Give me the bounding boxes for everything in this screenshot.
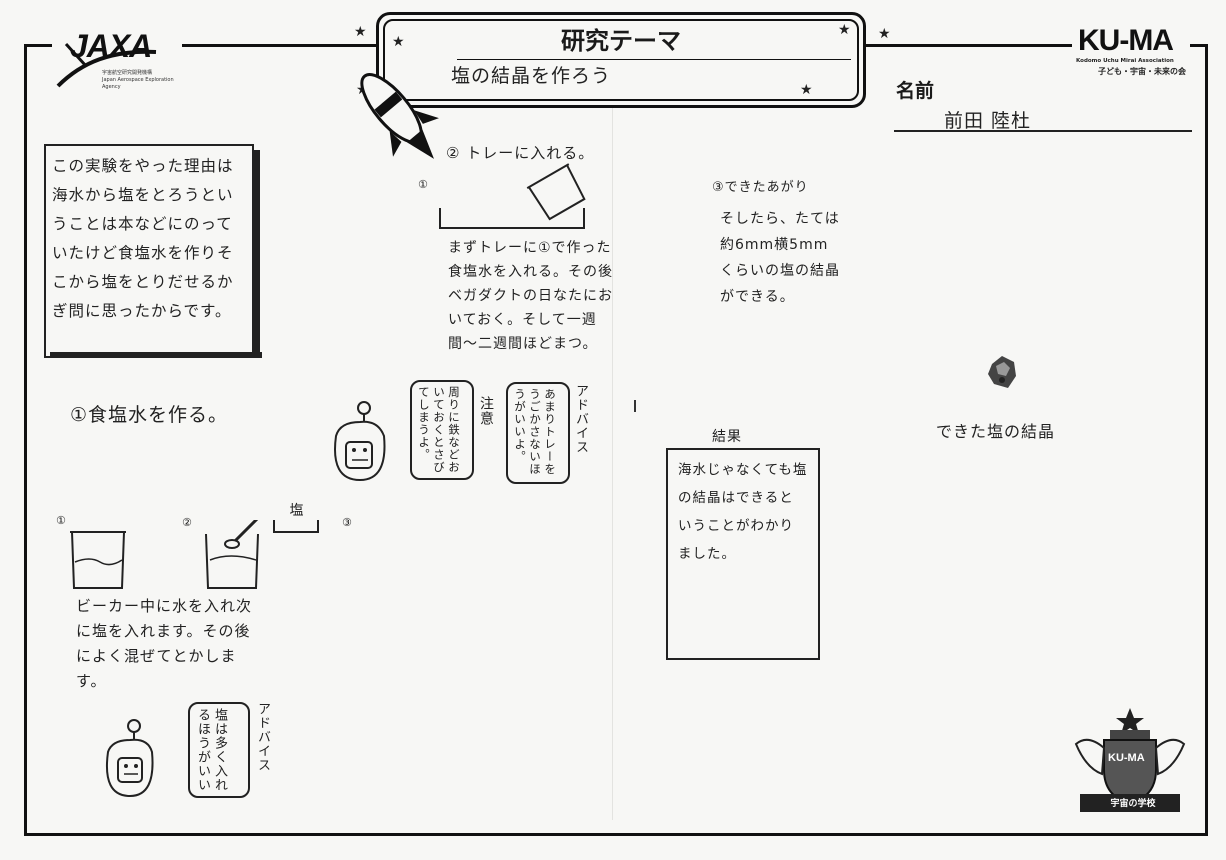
kuma-logo-text: KU-MA: [1078, 24, 1174, 57]
star-icon: ★: [878, 26, 891, 42]
jaxa-swoosh-icon: [56, 42, 157, 88]
crystal-label: できた塩の結晶: [936, 422, 1056, 441]
mascot-icon: [106, 719, 154, 798]
emblem-label: 宇宙の学校: [1110, 799, 1156, 809]
jaxa-logo-text: JAXA: [70, 28, 152, 64]
beaker-pouring-icon: [528, 164, 586, 221]
reason-text: この実験をやった理由は海水から塩をとろうということは本などにのっていたけど食塩水…: [52, 157, 234, 320]
jaxa-subtitle-en: Japan Aerospace Exploration Agency: [102, 77, 174, 90]
salt-box-label: 塩: [289, 503, 305, 519]
rocket-icon: [360, 73, 439, 159]
theme-value: 塩の結晶を作ろう: [451, 65, 612, 87]
step2-note-bubble: 周りに鉄などおいておくとさびてしまうよ。: [410, 380, 474, 480]
step1-advice-bubble: 塩は多く入れるほうがいい: [188, 702, 250, 798]
step1-advice-text: 塩は多く入れるほうがいい: [195, 708, 227, 792]
result-text: 海水じゃなくても塩の結晶はできるということがわかりました。: [678, 462, 808, 562]
emblem-badge-text: KU-MA: [1108, 752, 1145, 764]
name-underline: [894, 130, 1192, 132]
spoon-icon: [224, 539, 240, 549]
jaxa-subtitle-jp: 宇宙航空研究開発機構: [102, 70, 153, 76]
star-icon: ★: [838, 22, 851, 38]
name-value: 前田 陸杜: [944, 110, 1032, 132]
result-box: 海水じゃなくても塩の結晶はできるということがわかりました。: [666, 448, 820, 660]
step3-caption: そしたら、たては約6mm横5mmくらいの塩の結晶ができる。: [720, 211, 840, 305]
beaker-icon: [205, 533, 259, 589]
step1-beakers-illustration: [70, 520, 319, 589]
step1-title: ①食塩水を作る。: [70, 404, 229, 426]
kuma-subtitle-en: Kodomo Uchu Mirai Association: [1076, 58, 1174, 64]
school-emblem-icon: [1074, 708, 1186, 812]
salt-crystal-image: [988, 356, 1016, 388]
tray-icon: [439, 208, 585, 229]
step2-caption: まずトレーに①で作った食塩水を入れる。その後ベガダクトの日なたにおいておく。そし…: [448, 240, 613, 352]
star-icon: ★: [392, 34, 405, 50]
kuma-subtitle-jp: 子ども・宇宙・未来の会: [1098, 67, 1186, 76]
step1-label-2: ②: [182, 516, 192, 529]
theme-box: 研究テーマ 塩の結晶を作ろう: [376, 12, 866, 108]
star-icon: ★: [354, 24, 367, 40]
name-label: 名前: [896, 80, 935, 102]
step2-note-text: 周りに鉄などおいておくとさびてしまうよ。: [417, 386, 461, 474]
theme-label: 研究テーマ: [561, 27, 681, 55]
jaxa-logo: JAXA 宇宙航空研究開発機構 Japan Aerospace Explorat…: [52, 22, 182, 92]
step2-note-label: 注意: [478, 396, 494, 426]
step2-advice-bubble: あまりトレーをうごかさないほうがいいよ。: [506, 382, 570, 484]
beaker-icon: [71, 531, 125, 589]
fold-line: [612, 60, 613, 820]
result-label: 結果: [712, 429, 742, 445]
step1-label-3: ③: [342, 516, 352, 529]
mascot-icon: [334, 401, 386, 482]
step1-label-1: ①: [56, 514, 66, 527]
step1-advice-label: アドバイス: [255, 702, 270, 772]
step3-title: ③できたあがり: [712, 180, 809, 195]
kuma-logo: KU-MA Kodomo Uchu Mirai Association 子ども・…: [1072, 24, 1190, 82]
star-icon: ★: [800, 82, 813, 98]
salt-box-icon: [273, 520, 319, 533]
step2-tray-illustration: [439, 163, 586, 229]
step2-advice-label: アドバイス: [573, 384, 588, 454]
reason-box: この実験をやった理由は海水から塩をとろうということは本などにのっていたけど食塩水…: [44, 144, 254, 358]
step2-label-1: ①: [418, 178, 428, 191]
step1-caption: ビーカー中に水を入れ次に塩を入れます。その後によく混ぜてとかします。: [76, 597, 253, 690]
step2-title: ② トレーに入れる。: [446, 144, 595, 162]
step2-advice-text: あまりトレーをうごかさないほうがいいよ。: [513, 388, 557, 476]
